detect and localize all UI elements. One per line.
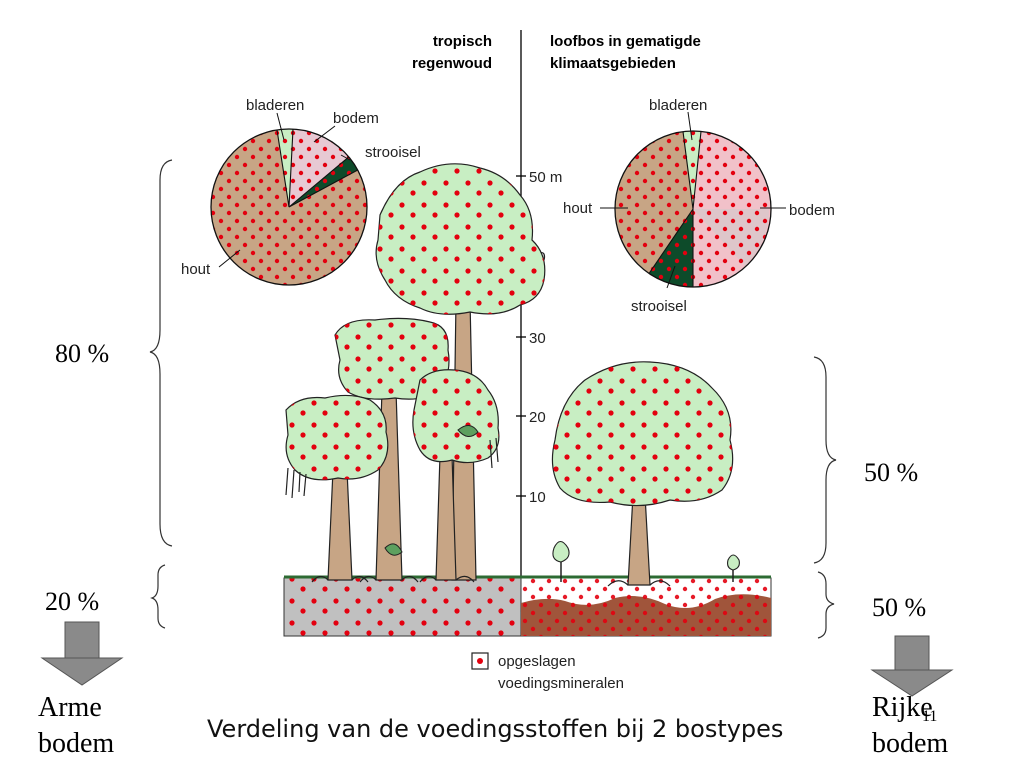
pie-temperate: bladeren hout bodem strooisel (563, 97, 835, 315)
scale-label-10: 10 (529, 489, 546, 506)
brace-left-top (149, 159, 173, 547)
pie-tropical-label-bodem: bodem (333, 110, 379, 127)
percent-right-top: 50 % (864, 458, 918, 487)
tropical-trees (285, 163, 546, 583)
footer-right-line2: bodem (872, 728, 948, 759)
page-number: 11 (922, 708, 937, 725)
height-scale: 50 m 40 30 20 10 (516, 169, 562, 506)
arrow-down-left-icon (40, 621, 124, 686)
pie-tropical-label-bladeren: bladeren (246, 97, 304, 114)
brace-right-bottom (817, 571, 835, 639)
header-right: loofbos in gematigde klimaatsgebieden (550, 33, 701, 72)
header-right-line2: klimaatsgebieden (550, 55, 676, 72)
soil-poor (283, 577, 522, 637)
pie-tropical: bladeren bodem strooisel hout (181, 97, 421, 286)
pie-temperate-label-strooisel: strooisel (631, 298, 687, 315)
footer-right-line1: Rijke (872, 692, 933, 723)
percent-left-bottom: 20 % (45, 587, 99, 616)
legend-line1: opgeslagen (498, 653, 576, 670)
legend: opgeslagen voedingsmineralen (471, 652, 624, 692)
footer-left-line1: Arme (38, 692, 102, 723)
brace-right-top (813, 356, 837, 564)
brace-left-bottom (150, 564, 166, 629)
footer-left-line2: bodem (38, 728, 114, 759)
percent-right-bottom: 50 % (872, 593, 926, 622)
percent-left-top: 80 % (55, 339, 109, 368)
pie-tropical-label-strooisel: strooisel (365, 144, 421, 161)
arrow-down-right-icon (870, 635, 954, 697)
header-left: tropisch regenwoud (412, 33, 492, 72)
scale-label-20: 20 (529, 409, 546, 426)
header-left-line2: regenwoud (412, 55, 492, 72)
caption: Verdeling van de voedingsstoffen bij 2 b… (207, 715, 783, 743)
header-left-line1: tropisch (433, 33, 492, 50)
scale-label-50: 50 m (529, 169, 562, 186)
pie-temperate-label-bodem: bodem (789, 202, 835, 219)
pie-tropical-label-hout: hout (181, 261, 211, 278)
header-right-line1: loofbos in gematigde (550, 33, 701, 50)
pie-temperate-label-hout: hout (563, 200, 593, 217)
scale-label-30: 30 (529, 330, 546, 347)
soil-rich (520, 577, 772, 637)
legend-line2: voedingsmineralen (498, 675, 624, 692)
pie-temperate-label-bladeren: bladeren (649, 97, 707, 114)
temperate-trees (551, 361, 740, 587)
